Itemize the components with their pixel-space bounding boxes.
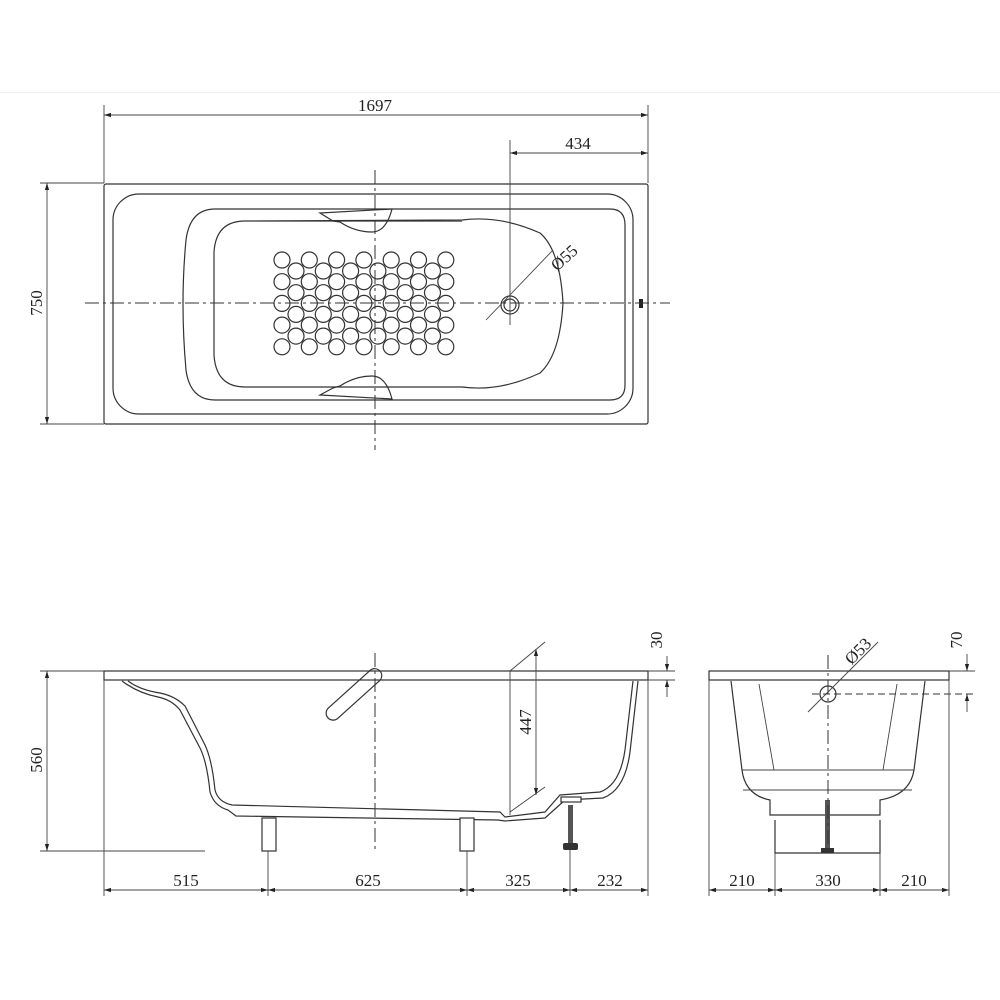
anti-slip-dot — [423, 284, 442, 302]
tub-basin-outline — [182, 208, 626, 401]
anti-slip-dot — [287, 305, 305, 323]
anti-slip-dot — [396, 305, 414, 323]
end-bottom-dimension: 330 — [815, 871, 841, 890]
bottom-dimension: 232 — [597, 871, 623, 890]
anti-slip-dot — [409, 316, 428, 334]
adjustable-foot-plate — [560, 796, 582, 803]
end-bottom-dimension: 210 — [729, 871, 755, 890]
anti-slip-dot — [273, 251, 291, 269]
leg-front — [261, 817, 277, 852]
anti-slip-dot — [382, 273, 400, 291]
anti-slip-dot — [287, 284, 305, 302]
anti-slip-dot — [382, 338, 400, 356]
anti-slip-dot — [287, 327, 305, 345]
side-view: 560 447 30 515 625 325 232 — [27, 632, 675, 896]
anti-slip-dot — [328, 273, 346, 291]
anti-slip-dot — [396, 284, 414, 302]
bottom-handle[interactable] — [317, 375, 393, 400]
anti-slip-dot — [342, 327, 360, 345]
anti-slip-dot — [437, 316, 455, 334]
drain-offset-dimension: 434 — [565, 134, 591, 153]
anti-slip-dot — [314, 262, 332, 280]
anti-slip-dot — [287, 262, 305, 280]
bottom-dimension: 625 — [355, 871, 381, 890]
overflow-offset-dimension: 70 — [947, 632, 966, 649]
anti-slip-dot — [423, 305, 442, 323]
anti-slip-dot — [300, 316, 318, 334]
drain-diameter-dimension: Ø55 — [547, 241, 581, 275]
overflow-diameter-leader — [807, 641, 879, 713]
anti-slip-dot — [342, 305, 360, 323]
anti-slip-dot — [273, 273, 291, 291]
width-dimension: 750 — [27, 290, 46, 316]
side-rim — [103, 670, 649, 681]
end-bowl-facet — [882, 683, 898, 771]
overflow-diameter-dimension: Ø53 — [841, 634, 875, 668]
top-view: 1697 434 750 Ø55 — [27, 96, 670, 450]
anti-slip-dot — [314, 284, 332, 302]
end-rim — [708, 670, 950, 681]
length-dimension: 1697 — [358, 96, 393, 115]
depth-dimension: 447 — [516, 709, 535, 735]
adjustable-foot-base[interactable] — [563, 843, 578, 850]
anti-slip-dot — [396, 262, 414, 280]
anti-slip-dot — [382, 316, 400, 334]
depth-diagonal-top — [509, 641, 546, 672]
adjustable-foot-screw — [568, 805, 573, 843]
anti-slip-dot — [423, 262, 442, 280]
anti-slip-dot — [328, 338, 346, 356]
anti-slip-dot — [437, 338, 455, 356]
anti-slip-dot — [409, 251, 428, 269]
anti-slip-dot — [382, 251, 400, 269]
anti-slip-dot — [314, 305, 332, 323]
anti-slip-dot — [355, 338, 373, 356]
anti-slip-dot-pattern — [273, 251, 455, 356]
anti-slip-dot — [382, 294, 400, 312]
depth-diagonal-bottom — [509, 786, 546, 813]
anti-slip-dot — [328, 251, 346, 269]
tub-rim-outline — [103, 183, 649, 425]
anti-slip-dot — [314, 327, 332, 345]
anti-slip-dot — [273, 338, 291, 356]
drain-diameter-leader — [485, 249, 554, 321]
anti-slip-dot — [300, 338, 318, 356]
anti-slip-dot — [369, 284, 387, 302]
end-foot-base — [821, 848, 834, 853]
anti-slip-dot — [369, 305, 387, 323]
side-handle — [325, 668, 383, 721]
anti-slip-dot — [369, 262, 387, 280]
anti-slip-dot — [342, 284, 360, 302]
anti-slip-dot — [273, 316, 291, 334]
anti-slip-dot — [369, 327, 387, 345]
bottom-dimension: 515 — [173, 871, 199, 890]
bottom-dimension: 325 — [505, 871, 531, 890]
rim-dimension: 30 — [647, 632, 666, 649]
anti-slip-dot — [409, 273, 428, 291]
anti-slip-dot — [355, 273, 373, 291]
anti-slip-dot — [342, 262, 360, 280]
end-bowl-facet — [758, 683, 775, 771]
anti-slip-dot — [437, 251, 455, 269]
anti-slip-dot — [300, 251, 318, 269]
anti-slip-dot — [437, 273, 455, 291]
leg-rear — [459, 817, 475, 852]
end-bottom-dimension: 210 — [901, 871, 927, 890]
anti-slip-dot — [300, 273, 318, 291]
anti-slip-dot — [355, 251, 373, 269]
anti-slip-dot — [423, 327, 442, 345]
top-handle[interactable] — [318, 208, 393, 233]
anti-slip-dot — [355, 316, 373, 334]
height-dimension: 560 — [27, 747, 46, 773]
end-view: Ø53 70 210 330 210 — [708, 632, 975, 896]
header-strip — [0, 0, 1000, 93]
tub-inner-rim — [112, 193, 634, 415]
tub-inner-profile — [127, 680, 634, 818]
anti-slip-dot — [409, 338, 428, 356]
anti-slip-dot — [328, 316, 346, 334]
tub-outer-profile — [121, 680, 639, 822]
anti-slip-dot — [396, 327, 414, 345]
